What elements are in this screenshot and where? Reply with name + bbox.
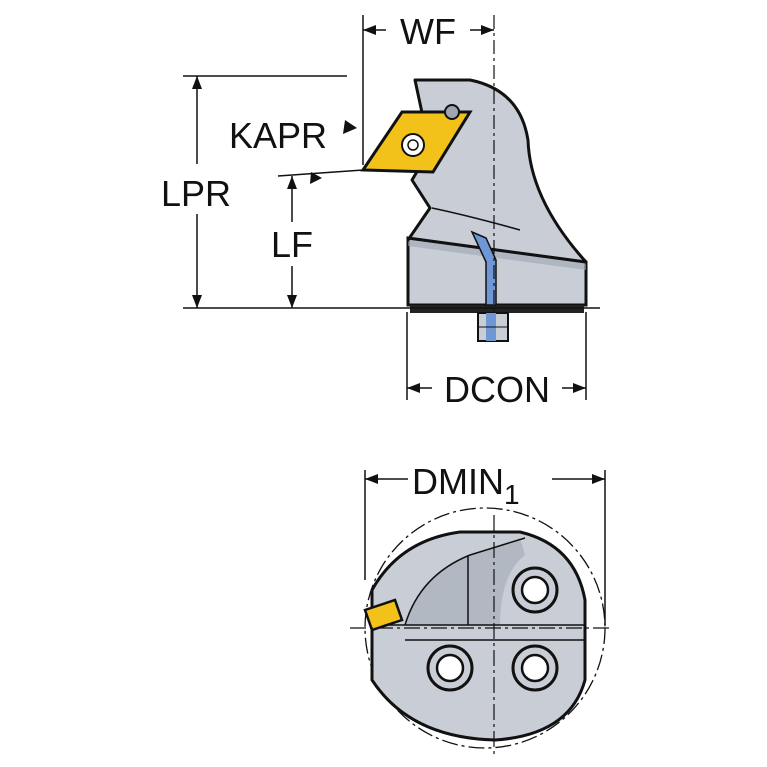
- dmin-dimension: DMIN1: [364, 461, 606, 625]
- kapr-arrow-icon: [343, 120, 357, 134]
- kapr-dimension: KAPR: [229, 115, 357, 184]
- lf-label: LF: [271, 224, 313, 265]
- lf-dimension: LF: [271, 169, 364, 308]
- end-view: [350, 507, 612, 755]
- arrow-left-icon: [363, 25, 376, 35]
- arrow-up-icon: [287, 176, 297, 189]
- arrow-down-icon: [192, 295, 202, 308]
- lpr-dimension: LPR: [161, 75, 600, 309]
- arrow-right-icon: [592, 474, 605, 484]
- arrow-down-icon: [287, 295, 297, 308]
- arrow-right-icon: [573, 383, 586, 393]
- clamp-hole-icon: [444, 104, 460, 120]
- coolant-channel: [470, 230, 497, 306]
- mounting-hole-icon: [426, 644, 474, 692]
- mounting-hole-icon: [511, 566, 559, 614]
- screw-torx-icon: [407, 139, 419, 151]
- dmin-subscript: 1: [504, 479, 520, 510]
- arrow-up-icon: [192, 76, 202, 89]
- holder-flange: [410, 305, 584, 313]
- holder-base-shade: [408, 238, 586, 270]
- arrow-left-icon: [365, 474, 378, 484]
- dcon-label: DCON: [444, 369, 550, 410]
- wf-dimension: WF: [362, 11, 494, 165]
- lpr-label: LPR: [161, 173, 231, 214]
- arrow-right-icon: [481, 25, 494, 35]
- dcon-dimension: DCON: [406, 312, 587, 410]
- kapr-arrow-icon: [310, 172, 322, 184]
- side-view: [360, 15, 588, 342]
- wf-label: WF: [400, 11, 456, 52]
- insert-screw-icon: [401, 133, 425, 157]
- end-head: [405, 538, 525, 625]
- dmin-label: DMIN1: [412, 461, 520, 510]
- mounting-hole-icon: [511, 644, 559, 692]
- end-head-contour: [404, 537, 526, 626]
- kapr-label: KAPR: [229, 115, 327, 156]
- arrow-left-icon: [407, 383, 420, 393]
- holder-head-contour: [431, 207, 521, 231]
- end-insert: [363, 598, 404, 632]
